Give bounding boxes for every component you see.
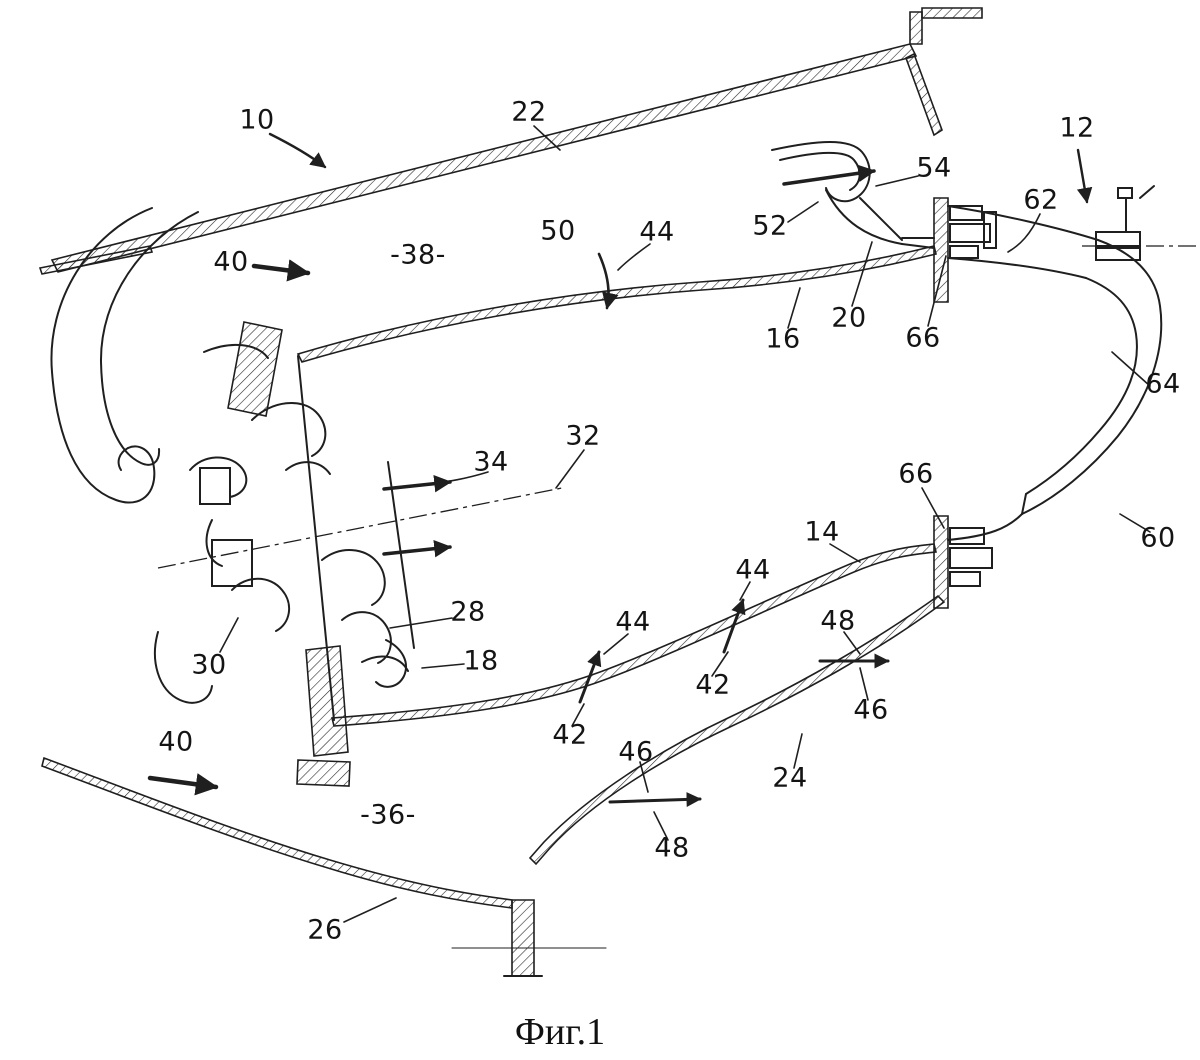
centerlines	[157, 245, 1198, 569]
figure-caption: Фиг.1	[514, 1011, 606, 1053]
hatched-walls	[38, 7, 983, 977]
leader-lines	[219, 125, 1151, 923]
contour-lines	[50, 141, 1163, 977]
